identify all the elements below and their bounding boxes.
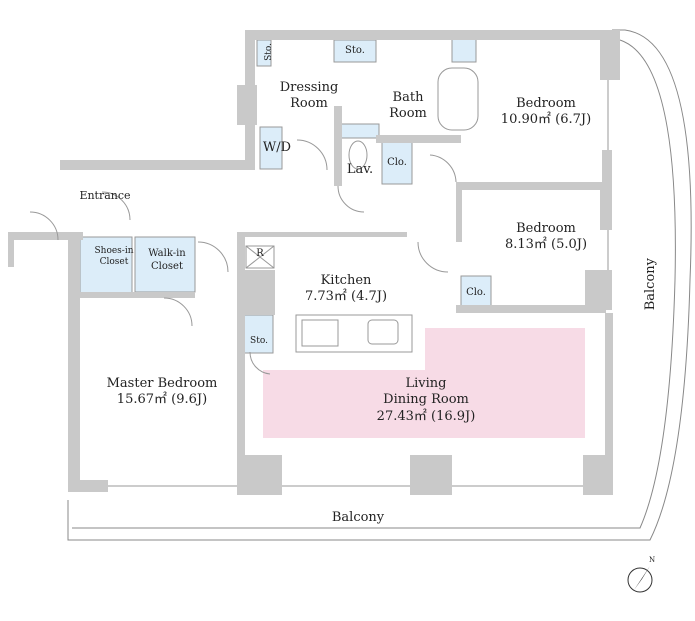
dressing-room-name-2: Room (290, 96, 328, 112)
sto-small-label: Sto. (264, 43, 274, 61)
ldr-highlight (263, 328, 585, 438)
sto-kitchen (242, 314, 274, 354)
balcony-inner (72, 39, 676, 529)
sto-top-label: Sto. (345, 45, 365, 56)
toilet (348, 140, 368, 170)
bath-room-name: Bath (392, 90, 424, 105)
lav-label: Lav. (346, 162, 374, 177)
shaft (451, 35, 477, 63)
wd-label: W/D (262, 140, 292, 155)
wd-area (259, 126, 283, 170)
entrance-label: Entrance (79, 189, 131, 202)
dressing-room-name: Dressing (279, 80, 339, 95)
walkin-closet-name: Walk-in (148, 248, 186, 259)
kitchen-sink (367, 319, 399, 345)
bedroom-1-area: 10.90㎡ (6.7J) (500, 112, 592, 128)
kitchen-area: 7.73㎡ (4.7J) (304, 289, 388, 305)
refrigerator-label: R (256, 248, 264, 259)
clo-1 (381, 140, 413, 185)
master-bedroom-name: Master Bedroom (106, 376, 218, 391)
bedroom-2-area: 8.13㎡ (5.0J) (504, 237, 588, 253)
bathtub (437, 67, 479, 131)
sto-kitchen-label: Sto. (250, 336, 268, 346)
shoes-closet-name-2: Closet (99, 257, 129, 268)
bath-room-name-2: Room (389, 106, 427, 122)
kitchen-counter (295, 314, 413, 353)
lav-counter (336, 123, 380, 139)
clo-label-1: Clo. (387, 157, 407, 168)
ldr-name-2: Dining Room (383, 392, 469, 408)
shoes-closet-name: Shoes-in (94, 246, 134, 256)
shoes-closet (79, 236, 133, 294)
compass-label: N (648, 556, 656, 564)
cooktop (301, 319, 339, 347)
master-bedroom-area: 15.67㎡ (9.6J) (116, 392, 208, 408)
clo-label-2: Clo. (466, 287, 486, 298)
balcony-right-label: Balcony (643, 258, 658, 311)
clo-2 (460, 275, 492, 309)
ldr-area: 27.43㎡ (16.9J) (376, 408, 476, 424)
balcony-bottom-label: Balcony (331, 510, 385, 525)
balcony-right-outline (67, 29, 692, 541)
bedroom-2-name: Bedroom (516, 221, 576, 236)
walkin-closet (134, 236, 196, 293)
bedroom-1-name: Bedroom (516, 96, 576, 111)
walkin-closet-name-2: Closet (151, 260, 183, 272)
kitchen-name: Kitchen (320, 273, 372, 288)
compass-icon (627, 566, 653, 593)
ldr-name: Living (405, 376, 447, 391)
